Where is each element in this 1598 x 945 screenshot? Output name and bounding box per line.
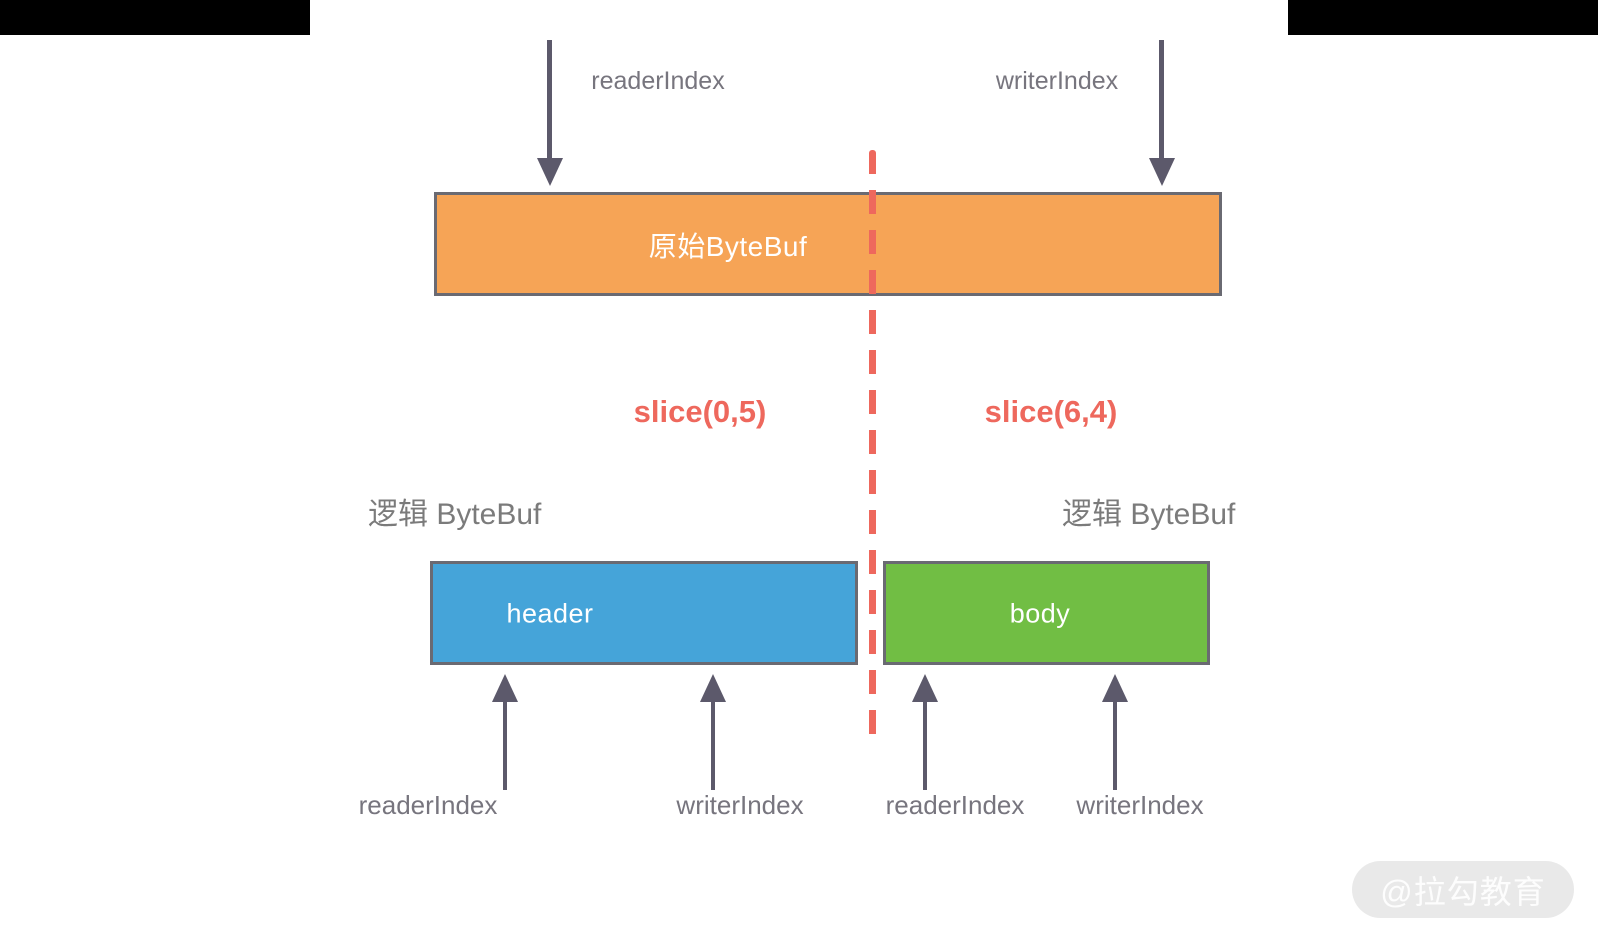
body-slice-box-label: body xyxy=(1009,598,1071,629)
arrowhead-up-icon xyxy=(492,674,518,702)
slice-left-call-label: slice(0,5) xyxy=(633,394,767,429)
arrowhead-down-icon xyxy=(1149,158,1175,186)
body-slice-box xyxy=(883,561,1210,665)
arrow-shaft xyxy=(923,700,927,790)
arrowhead-down-icon xyxy=(537,158,563,186)
arrow-shaft xyxy=(1159,40,1164,160)
slice-right-call-label: slice(6,4) xyxy=(984,394,1118,429)
logical-bytebuf-caption-right: 逻辑 ByteBuf xyxy=(1062,498,1236,531)
reader-index-label-bottom-left: readerIndex xyxy=(358,790,498,820)
top-right-black-bar xyxy=(1288,0,1598,35)
arrow-shaft xyxy=(503,700,507,790)
logical-bytebuf-caption-left: 逻辑 ByteBuf xyxy=(368,498,542,531)
reader-index-label-bottom-right: readerIndex xyxy=(885,790,1025,820)
writer-index-label-top: writerIndex xyxy=(995,67,1119,95)
arrowhead-up-icon xyxy=(700,674,726,702)
top-left-black-bar xyxy=(0,0,310,35)
arrow-shaft xyxy=(547,40,552,160)
header-slice-box xyxy=(430,561,858,665)
arrow-shaft xyxy=(1113,700,1117,790)
arrowhead-up-icon xyxy=(912,674,938,702)
arrowhead-up-icon xyxy=(1102,674,1128,702)
arrow-shaft xyxy=(711,700,715,790)
writer-index-label-bottom-right: writerIndex xyxy=(1076,790,1204,820)
writer-index-label-bottom-left: writerIndex xyxy=(676,790,804,820)
slice-divider-dashed-line xyxy=(869,150,876,740)
original-bytebuf-box-label: 原始ByteBuf xyxy=(648,231,808,262)
reader-index-label-top: readerIndex xyxy=(591,67,725,95)
header-slice-box-label: header xyxy=(506,598,594,629)
watermark-text: @拉勾教育 xyxy=(1380,873,1546,910)
watermark-badge: @拉勾教育 xyxy=(1352,861,1574,918)
original-bytebuf-box xyxy=(434,192,1222,296)
